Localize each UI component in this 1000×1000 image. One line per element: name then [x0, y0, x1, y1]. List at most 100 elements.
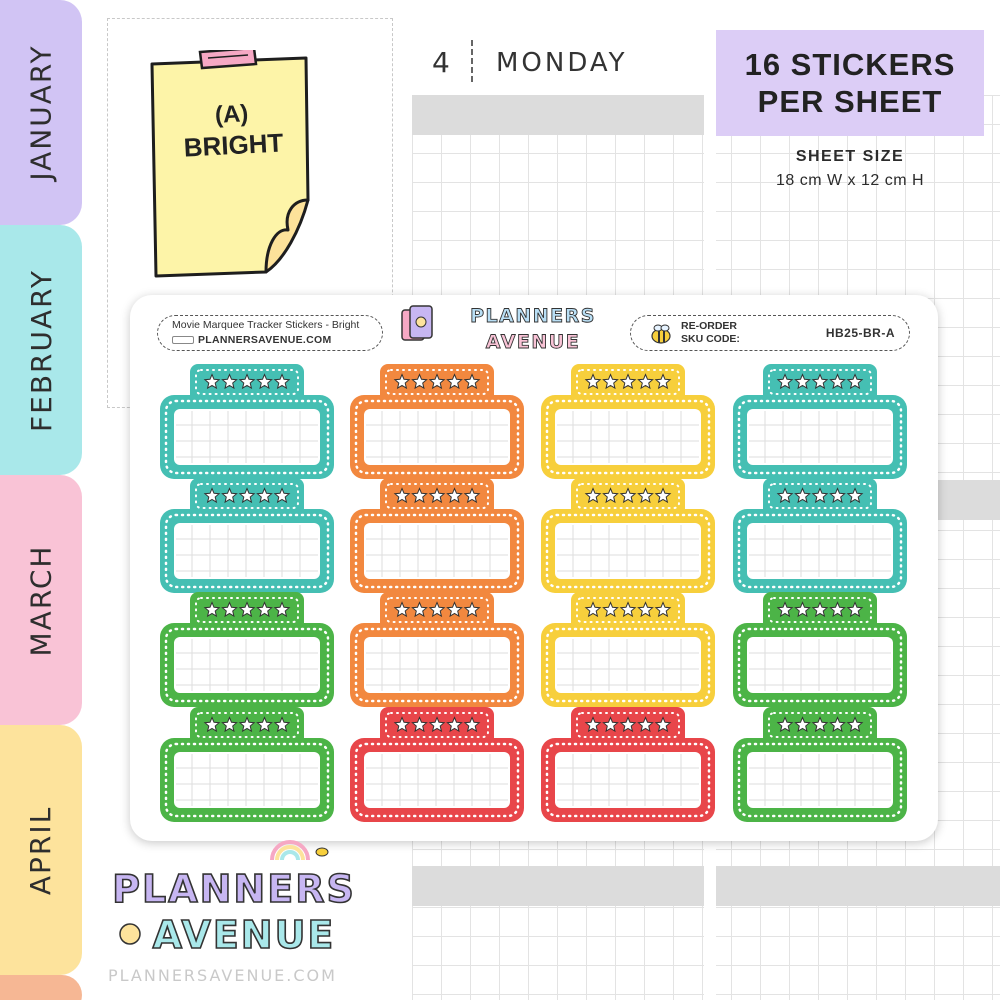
- star-icon: [584, 487, 602, 504]
- sheet-size-value: 18 cm W x 12 cm H: [775, 172, 925, 189]
- day-name: MONDAY: [496, 48, 628, 78]
- star-icon: [794, 601, 811, 618]
- barcode-icon: [172, 336, 194, 345]
- tab-january[interactable]: JANUARY: [0, 0, 82, 225]
- star-icon: [256, 373, 273, 390]
- star-icon: [428, 716, 446, 733]
- star-icon: [203, 487, 221, 504]
- note-line-2: BRIGHT: [183, 127, 284, 162]
- star-icon: [619, 487, 637, 504]
- logo-line-2: AVENUE: [153, 913, 336, 957]
- marquee-sticker[interactable]: [160, 592, 334, 707]
- star-icon: [846, 601, 864, 618]
- tab-march[interactable]: MARCH: [0, 475, 82, 725]
- note-line-1: (A): [214, 100, 249, 129]
- marquee-sticker[interactable]: [541, 707, 715, 822]
- star-icon: [463, 373, 481, 390]
- star-icon: [829, 716, 846, 733]
- tab-april[interactable]: APRIL: [0, 725, 82, 975]
- marquee-sticker[interactable]: [160, 478, 334, 593]
- footer-url: PLANNERSAVENUE.COM: [108, 966, 337, 985]
- star-icon: [811, 487, 829, 504]
- day-divider: [471, 40, 473, 82]
- star-icon: [203, 373, 221, 390]
- marquee-sticker[interactable]: [350, 478, 524, 593]
- sheet-size-title: SHEET SIZE: [795, 148, 905, 165]
- star-icon: [619, 716, 637, 733]
- star-icon: [393, 373, 411, 390]
- star-icon: [619, 601, 637, 618]
- star-icon: [637, 373, 654, 390]
- marquee-sticker[interactable]: [541, 364, 715, 479]
- day-number: 4: [432, 46, 450, 79]
- gray-band: [716, 866, 1000, 906]
- star-icon: [829, 601, 846, 618]
- star-icon: [846, 716, 864, 733]
- star-icon: [584, 601, 602, 618]
- star-icon: [776, 373, 794, 390]
- star-icon: [256, 487, 273, 504]
- star-icon: [463, 716, 481, 733]
- marquee-sticker[interactable]: [160, 364, 334, 479]
- star-icon: [411, 373, 428, 390]
- star-icon: [637, 487, 654, 504]
- tab-february[interactable]: FEBRUARY: [0, 225, 82, 475]
- tab-may[interactable]: [0, 975, 82, 1000]
- star-icon: [428, 487, 446, 504]
- star-icon: [776, 601, 794, 618]
- star-icon: [602, 487, 619, 504]
- star-icon: [446, 716, 463, 733]
- sticky-note-icon: (A) BRIGHT: [150, 50, 310, 278]
- marquee-sticker[interactable]: [541, 592, 715, 707]
- reorder-label: RE-ORDER: [681, 320, 738, 332]
- star-icon: [411, 716, 428, 733]
- star-icon: [654, 716, 672, 733]
- star-icon: [811, 601, 829, 618]
- star-icon: [584, 373, 602, 390]
- star-icon: [221, 373, 238, 390]
- marquee-sticker[interactable]: [350, 592, 524, 707]
- gray-band: [412, 866, 704, 906]
- gray-band: [412, 95, 704, 135]
- mini-logo-line-2: AVENUE: [486, 331, 580, 353]
- star-icon: [238, 373, 256, 390]
- star-icon: [637, 716, 654, 733]
- marquee-sticker[interactable]: [733, 707, 907, 822]
- marquee-sticker[interactable]: [733, 478, 907, 593]
- star-icon: [602, 373, 619, 390]
- star-icon: [446, 487, 463, 504]
- marquee-sticker[interactable]: [350, 707, 524, 822]
- star-icon: [654, 601, 672, 618]
- marquee-sticker[interactable]: [733, 592, 907, 707]
- marquee-sticker[interactable]: [160, 707, 334, 822]
- star-icon: [273, 373, 291, 390]
- sku-code-label: SKU CODE:: [681, 333, 740, 345]
- star-icon: [846, 487, 864, 504]
- star-icon: [203, 601, 221, 618]
- marquee-sticker[interactable]: [350, 364, 524, 479]
- star-icon: [654, 487, 672, 504]
- marquee-sticker[interactable]: [733, 364, 907, 479]
- star-icon: [393, 487, 411, 504]
- planners-avenue-logo-small: PLANNERS AVENUE: [401, 305, 596, 353]
- promo-line-1: 16 STICKERS: [744, 47, 956, 82]
- star-icon: [273, 716, 291, 733]
- star-icon: [256, 601, 273, 618]
- product-url: PLANNERSAVENUE.COM: [198, 334, 332, 346]
- marquee-sticker[interactable]: [541, 478, 715, 593]
- mini-logo-line-1: PLANNERS: [470, 305, 596, 327]
- star-icon: [221, 601, 238, 618]
- star-icon: [846, 373, 864, 390]
- star-icon: [829, 487, 846, 504]
- logo-line-1: PLANNERS: [112, 867, 356, 911]
- product-name: Movie Marquee Tracker Stickers - Bright: [172, 319, 360, 331]
- star-icon: [794, 373, 811, 390]
- star-icon: [428, 601, 446, 618]
- star-icon: [273, 487, 291, 504]
- product-label: Movie Marquee Tracker Stickers - Bright …: [157, 315, 383, 351]
- star-icon: [393, 601, 411, 618]
- planners-avenue-logo: PLANNERS AVENUE: [112, 840, 356, 958]
- star-icon: [411, 601, 428, 618]
